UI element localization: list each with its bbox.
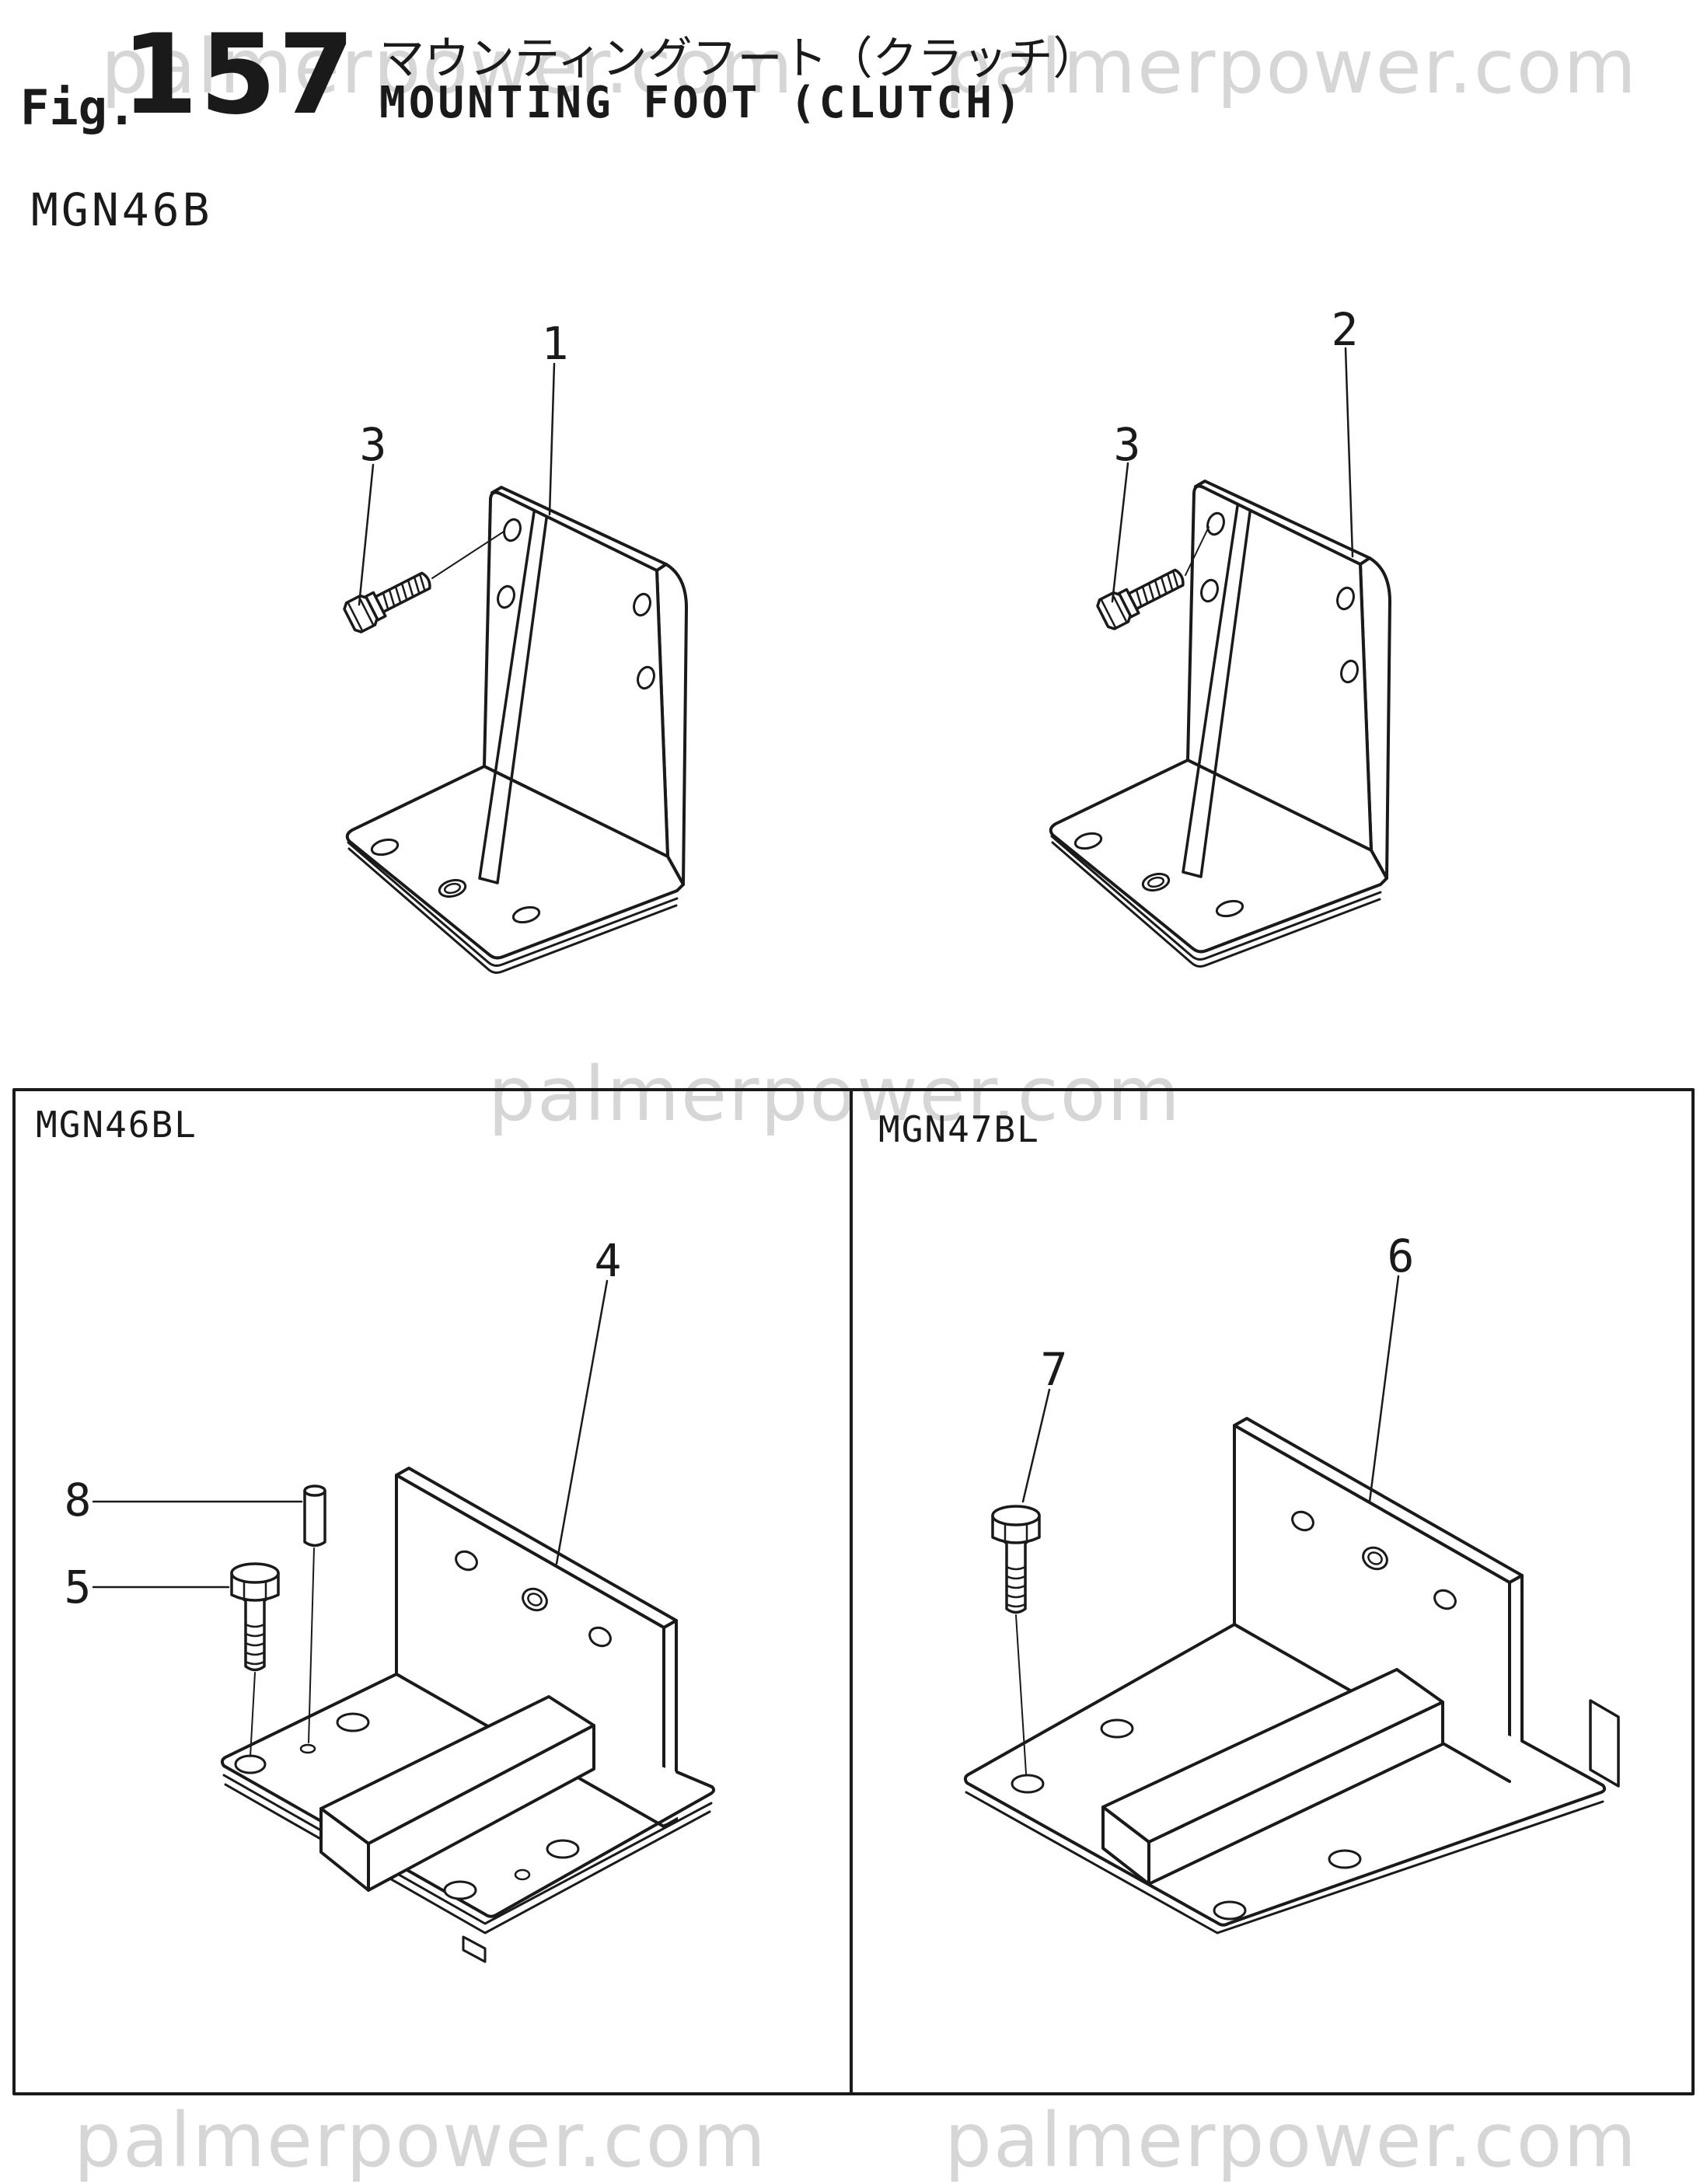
bracket-6-drawing — [963, 1417, 1620, 1935]
model-label: MGN46B — [31, 183, 213, 236]
bracket-2-drawing — [1049, 480, 1391, 968]
callout-6: 6 — [1387, 1230, 1415, 1282]
callout-4: 4 — [594, 1234, 622, 1287]
panel-box — [12, 1088, 1695, 2095]
fig-title-english: MOUNTING FOOT (CLUTCH) — [379, 78, 1025, 128]
panel-label-right: MGN47BL — [878, 1108, 1040, 1150]
callout-8: 8 — [64, 1474, 92, 1526]
watermark-top-right: palmerpower.com — [944, 23, 1638, 110]
panel-label-left: MGN46BL — [36, 1104, 197, 1146]
callout-7: 7 — [1040, 1343, 1068, 1396]
fig-label: Fig. — [20, 79, 137, 136]
bracket-1-drawing — [345, 486, 688, 975]
watermark-middle: palmerpower.com — [488, 1051, 1182, 1138]
bolt-3-right-drawing — [1094, 560, 1191, 633]
leader-lines-top — [358, 347, 1354, 606]
callout-2: 2 — [1331, 303, 1359, 356]
watermark-top-left: palmerpower.com — [101, 23, 794, 110]
leader-lines-bottom — [92, 1275, 1400, 1774]
fig-title-japanese: マウンティングフート（クラッチ） — [379, 32, 1098, 85]
bolt-5-drawing — [230, 1562, 280, 1672]
callout-5: 5 — [64, 1561, 92, 1614]
bolt-3-left-drawing — [340, 563, 438, 636]
pin-8-drawing — [303, 1484, 326, 1547]
fig-number: 157 — [121, 11, 357, 139]
callout-3-right: 3 — [1113, 418, 1141, 471]
bolt-7-drawing — [991, 1505, 1041, 1614]
callout-3-left: 3 — [359, 418, 387, 471]
callout-1: 1 — [541, 317, 569, 370]
bracket-4-drawing — [220, 1467, 716, 1963]
